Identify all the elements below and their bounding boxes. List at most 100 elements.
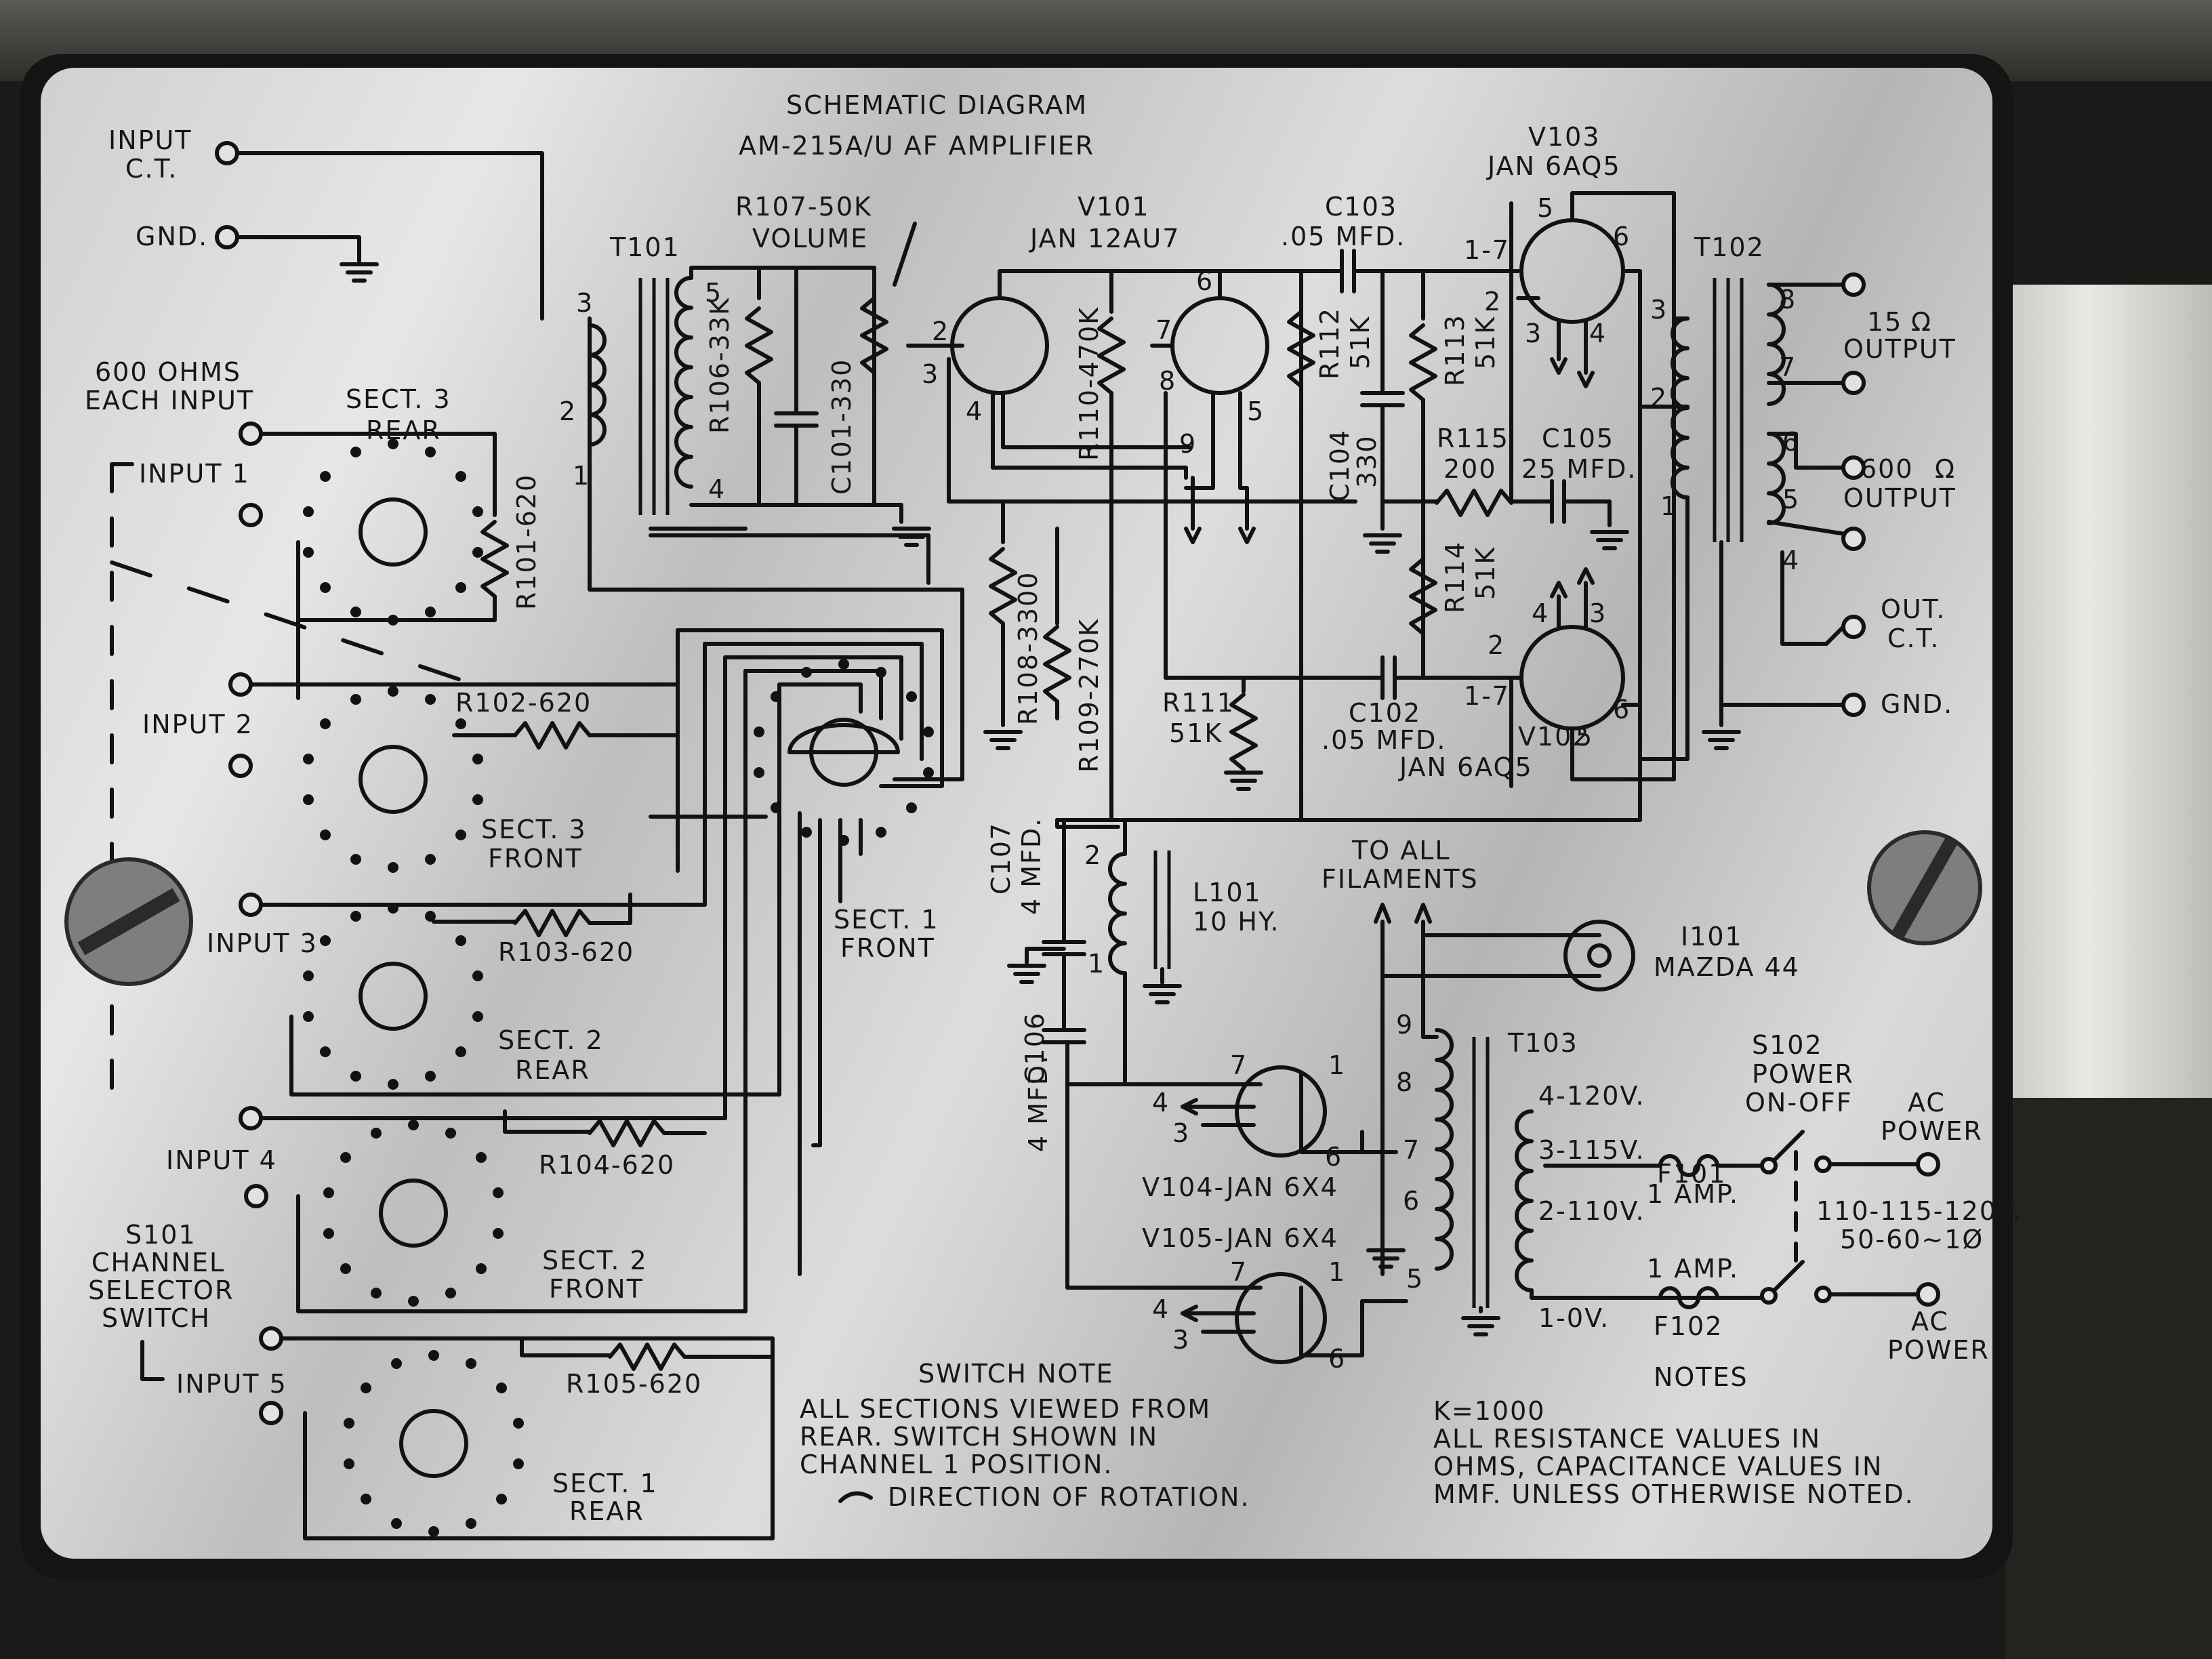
label-r104: R104-620: [539, 1150, 675, 1180]
terminal-input-3a[interactable]: [239, 893, 263, 917]
notes-line-1: K=1000: [1433, 1396, 1545, 1426]
label-v102-1: V102: [1518, 722, 1591, 752]
resistor-r102: [515, 723, 590, 747]
label-filaments-1: TO ALL: [1351, 836, 1451, 865]
v101-pin-7: 7: [1155, 315, 1173, 345]
background-wiring: [2006, 1098, 2212, 1659]
terminal-600-ohm-return[interactable]: [1841, 527, 1866, 551]
terminal-gnd-left[interactable]: [215, 225, 239, 249]
resistor-r111: [1231, 695, 1256, 769]
label-sect2-front-1: SECT. 2: [542, 1246, 648, 1275]
notes-heading: NOTES: [1654, 1362, 1748, 1392]
label-sect1-front-1: SECT. 1: [834, 905, 939, 935]
label-600: 600: [1860, 454, 1914, 484]
label-s102-1: S102: [1752, 1030, 1823, 1060]
transformer-t102: T102 3 2 1 8 7 6 5 4 15 Ω: [1638, 232, 1957, 761]
label-v103-2: JAN 6AQ5: [1486, 151, 1621, 181]
label-c107-2: 4 MFD.: [1017, 817, 1046, 915]
switch-wiring-bundle: [296, 316, 964, 1493]
resistor-r115: [1437, 491, 1511, 515]
label-v104: V104-JAN 6X4: [1142, 1172, 1338, 1202]
label-output-600: OUTPUT: [1843, 483, 1957, 513]
filament-supply: TO ALL FILAMENTS I101 MAZDA 44: [1322, 836, 1800, 1303]
label-r113-2: 51K: [1471, 316, 1500, 369]
v101-pin-9: 9: [1179, 429, 1197, 459]
label-sect1-rear-2: REAR: [569, 1496, 644, 1526]
tap-4-120: 4-120V.: [1538, 1081, 1645, 1111]
label-r106: R106-33K: [705, 297, 735, 434]
label-ac-power-top-1: AC: [1908, 1088, 1946, 1118]
terminal-600-ohm-out[interactable]: [1841, 455, 1866, 480]
v103-pin-1-7: 1-7: [1464, 235, 1510, 265]
v101-pin-3: 3: [922, 359, 939, 389]
label-s102-3: ON-OFF: [1745, 1088, 1853, 1118]
label-sect3-front-1: SECT. 3: [481, 815, 587, 844]
label-out-ct-1: OUT.: [1881, 594, 1946, 624]
terminal-out-ct[interactable]: [1841, 615, 1866, 639]
label-i101-2: MAZDA 44: [1654, 952, 1800, 982]
terminal-input-ct[interactable]: [215, 141, 239, 165]
switch-note: SWITCH NOTE ALL SECTIONS VIEWED FROM REA…: [800, 1359, 1249, 1512]
v105-pin-4: 4: [1152, 1294, 1170, 1324]
t103-pin-8: 8: [1396, 1067, 1414, 1097]
terminal-input-2a[interactable]: [228, 672, 253, 697]
v104-pin-1: 1: [1328, 1050, 1346, 1080]
terminal-input-2b[interactable]: [228, 754, 253, 778]
terminal-input-5a[interactable]: [259, 1326, 283, 1351]
terminal-input-4a[interactable]: [239, 1106, 263, 1130]
v101-pin-4: 4: [966, 396, 983, 426]
terminal-input-5b[interactable]: [259, 1401, 283, 1425]
label-c107-1: C107: [986, 822, 1016, 895]
input-group-1: INPUT 1 R101-620 SECT. 3 REAR: [139, 384, 541, 626]
label-l101-1: L101: [1193, 878, 1262, 907]
transformer-t101: T101 3 2 1 5 4 R106-33K C101-330: [559, 232, 929, 545]
terminal-output-common[interactable]: [1841, 371, 1866, 395]
label-filaments-2: FILAMENTS: [1322, 864, 1479, 894]
label-r114-1: R114: [1440, 541, 1470, 613]
t101-pin-2: 2: [559, 396, 577, 426]
tube-v101: V101 JAN 12AU7 2 3 4 6 7 8 5 9 R110-470K: [906, 192, 1357, 822]
v103-pin-3: 3: [1525, 319, 1542, 348]
label-s101-2: CHANNEL: [91, 1248, 225, 1277]
title-line-1: SCHEMATIC DIAGRAM: [786, 90, 1088, 120]
mounting-screw-right: [1867, 830, 1982, 945]
t101-pin-1: 1: [573, 461, 590, 491]
switch-wafer-sect1-front: SECT. 1 FRONT: [754, 659, 939, 963]
terminal-ac-power-bottom[interactable]: [1916, 1282, 1940, 1307]
label-r105: R105-620: [566, 1369, 702, 1399]
label-c101: C101-330: [827, 359, 857, 495]
t102-pin-1: 1: [1660, 491, 1678, 521]
resistor-r101: [483, 522, 507, 596]
coupling-c102-r111: R111 51K C102 .05 MFD.: [1162, 655, 1513, 789]
label-v101-2: JAN 12AU7: [1029, 224, 1180, 253]
rotation-arrow-icon: [838, 1491, 873, 1503]
resistor-r103: [515, 911, 590, 935]
v105-pin-6: 6: [1328, 1344, 1346, 1374]
label-15: 15: [1867, 307, 1902, 337]
tap-2-110: 2-110V.: [1538, 1196, 1645, 1226]
label-mains-1: 110-115-120V.: [1816, 1196, 2022, 1226]
t103-pin-5: 5: [1406, 1264, 1424, 1294]
label-r109: R109-270K: [1074, 618, 1104, 773]
label-r103: R103-620: [498, 937, 634, 967]
label-l101-2: 10 HY.: [1193, 907, 1280, 937]
label-sect3-front-2: FRONT: [488, 844, 583, 874]
label-r112-2: 51K: [1345, 316, 1375, 369]
s102-contact-c[interactable]: [1760, 1287, 1778, 1305]
terminal-input-1b[interactable]: [239, 503, 263, 527]
notes-line-4: MMF. UNLESS OTHERWISE NOTED.: [1433, 1479, 1914, 1509]
terminal-input-4b[interactable]: [244, 1184, 268, 1208]
s102-contact-a[interactable]: [1760, 1157, 1778, 1174]
label-input-3: INPUT 3: [207, 928, 318, 958]
label-r107-2: VOLUME: [752, 224, 868, 253]
t102-pin-4: 4: [1782, 546, 1800, 575]
terminal-gnd-right[interactable]: [1841, 693, 1866, 717]
resistor-r106: [747, 308, 771, 383]
tube-v105: 7 1 4 3 6 V105-JAN 6X4: [1142, 1223, 1364, 1374]
v101-pin-2: 2: [932, 316, 949, 346]
filter-c107-l101: C107 4 MFD. 2 1 L101 10 HY.: [986, 817, 1280, 1086]
terminal-ac-power-top[interactable]: [1916, 1152, 1940, 1176]
general-notes: NOTES K=1000 ALL RESISTANCE VALUES IN OH…: [1433, 1362, 1914, 1509]
terminal-15-ohm-out[interactable]: [1841, 272, 1866, 297]
terminal-input-1a[interactable]: [239, 422, 263, 446]
